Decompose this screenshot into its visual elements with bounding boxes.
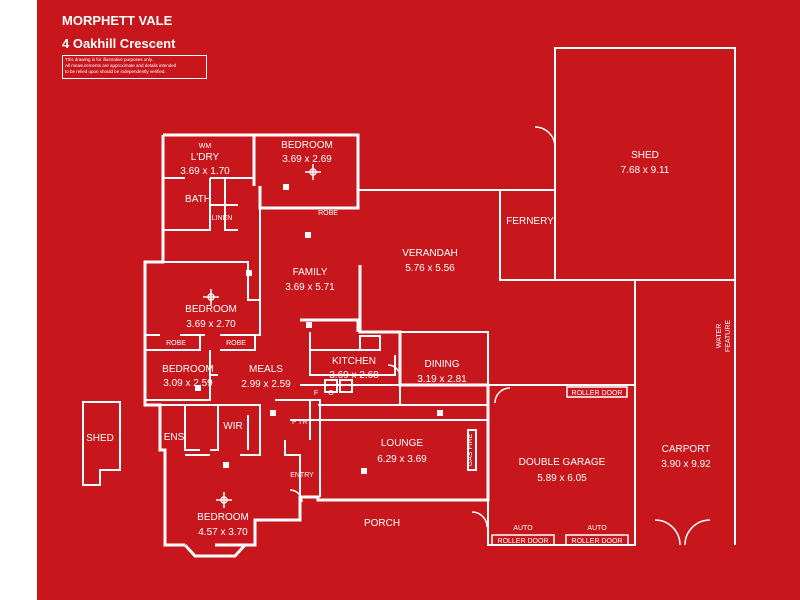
meals-size: 2.99 x 2.59: [241, 379, 291, 390]
verandah-size: 5.76 x 5.56: [405, 263, 455, 274]
water-feature-line2: FEATURE: [725, 320, 732, 352]
bedroom-small-name: BEDROOM: [162, 364, 214, 375]
master-size: 4.57 x 3.70: [198, 527, 248, 538]
door-swings: [289, 126, 711, 546]
linen-label: LINEN: [212, 215, 233, 222]
shed-small-label: SHED: [86, 433, 114, 444]
roller-door-left-label: ROLLER DOOR: [498, 538, 549, 545]
fridge-label: F: [314, 390, 318, 397]
roller-doors: [491, 386, 629, 546]
porch-label: PORCH: [364, 518, 400, 529]
wir-label: WIR: [223, 421, 242, 432]
address-title: 4 Oakhill Crescent: [62, 36, 176, 51]
auto-left-label: AUTO: [513, 525, 533, 532]
verandah-name: VERANDAH: [402, 248, 458, 259]
bay-window: [183, 543, 247, 558]
family-name: FAMILY: [293, 267, 328, 278]
disclaimer-line: This drawing is for illustrative purpose…: [65, 57, 153, 62]
master-name: BEDROOM: [197, 512, 249, 523]
outdoor-structures: [82, 47, 736, 546]
bedroom-top-name: BEDROOM: [281, 140, 333, 151]
kitchen-name: KITCHEN: [332, 356, 376, 367]
meals-name: MEALS: [249, 364, 283, 375]
fernery-label: FERNERY: [506, 216, 554, 227]
bedroom-top-size: 3.69 x 2.69: [282, 154, 332, 165]
dining-size: 3.19 x 2.81: [417, 374, 467, 385]
disclaimer-box: This drawing is for illustrative purpose…: [62, 55, 207, 79]
shed-main-name: SHED: [631, 150, 659, 161]
carport-size: 3.90 x 9.92: [661, 459, 711, 470]
lounge-name: LOUNGE: [381, 438, 424, 449]
roller-door-top-label: ROLLER DOOR: [572, 390, 623, 397]
kitchen-size: 3.69 x 2.68: [329, 370, 379, 381]
lounge-size: 6.29 x 3.69: [377, 454, 427, 465]
wm-label: WM: [199, 143, 212, 150]
bedroom-mid-size: 3.69 x 2.70: [186, 319, 236, 330]
vents: [195, 184, 443, 474]
auto-right-label: AUTO: [587, 525, 607, 532]
ceiling-fans: [203, 164, 321, 508]
gas-fire-label: GAS FIRE: [467, 433, 474, 466]
dining-name: DINING: [425, 359, 460, 370]
robe-top-label: ROBE: [318, 210, 338, 217]
suburb-title: MORPHETT VALE: [62, 13, 173, 28]
robe-right-label: ROBE: [226, 340, 246, 347]
garage-size: 5.89 x 6.05: [537, 473, 587, 484]
roller-door-right-label: ROLLER DOOR: [572, 538, 623, 545]
shed-main-size: 7.68 x 9.11: [621, 165, 670, 176]
family-size: 3.69 x 5.71: [285, 282, 335, 293]
bath-label: BATH: [185, 194, 211, 205]
oven-label: O: [328, 390, 334, 397]
bedroom-small-size: 3.09 x 2.59: [163, 378, 213, 389]
disclaimer-line: All measurements are approximate and det…: [65, 63, 177, 68]
pantry-label: P'TRY: [292, 419, 312, 426]
carport-name: CARPORT: [662, 444, 711, 455]
disclaimer-line: to be relied upon should be independentl…: [65, 69, 166, 74]
water-feature-line1: WATER: [716, 324, 723, 349]
laundry-size: 3.69 x 1.70: [180, 166, 230, 177]
entry-label: ENTRY: [290, 472, 314, 479]
ens-label: ENS: [164, 432, 185, 443]
kitchen-bench: [309, 332, 396, 393]
robe-left-label: ROBE: [166, 340, 186, 347]
laundry-name: L'DRY: [191, 152, 220, 163]
bedroom-mid-name: BEDROOM: [185, 304, 237, 315]
interior-walls: [145, 177, 489, 545]
garage-name: DOUBLE GARAGE: [519, 457, 606, 468]
